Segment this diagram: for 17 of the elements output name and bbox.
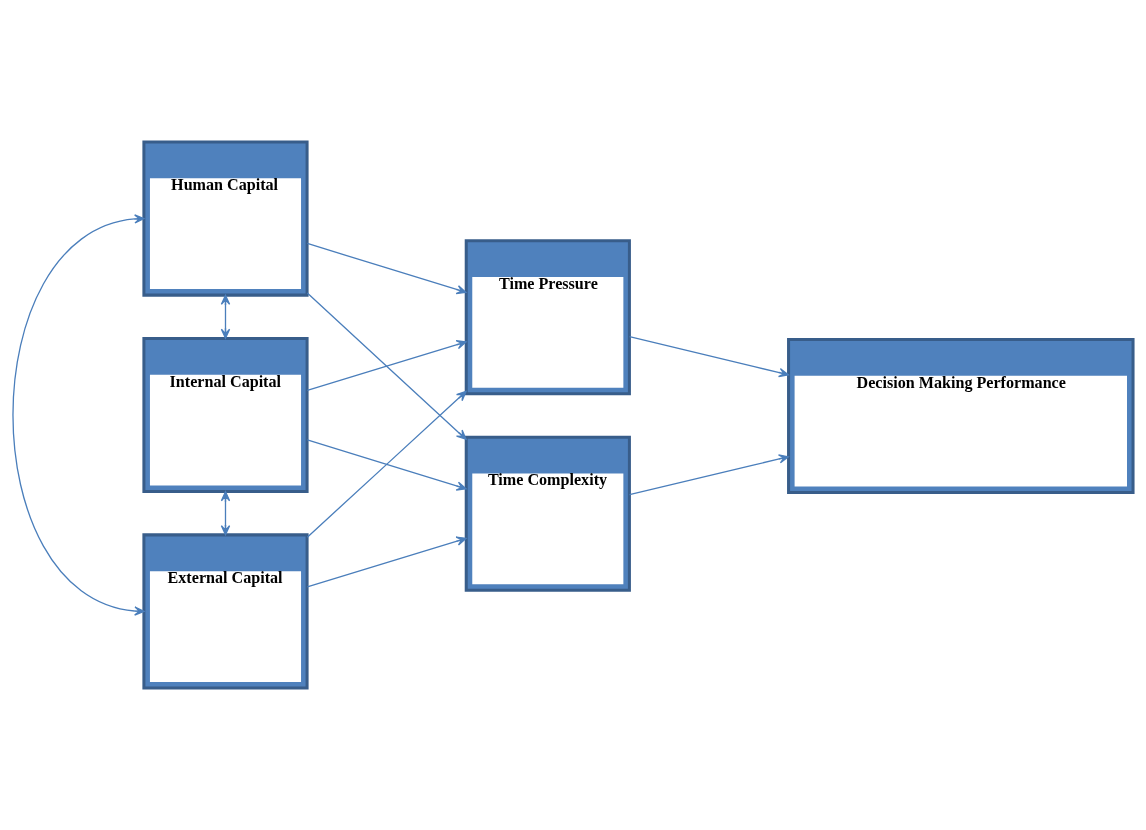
arrow [306, 390, 467, 538]
arrow [306, 340, 467, 391]
arrow [220, 491, 231, 536]
arrow [12, 214, 145, 616]
node-box: Time Pressure [464, 239, 631, 396]
node-box: External Capital [142, 533, 309, 690]
node-box: Human Capital [142, 140, 309, 297]
arrow [628, 454, 789, 496]
node-box: Internal Capital [142, 336, 309, 494]
node-box: Time Complexity [464, 435, 631, 592]
arrow [220, 294, 231, 339]
arrow [306, 292, 467, 440]
arrow [306, 242, 467, 295]
arrow [306, 439, 467, 491]
arrow [306, 536, 467, 588]
arrow [628, 336, 789, 378]
node-box: Decision Making Performance [787, 337, 1135, 495]
